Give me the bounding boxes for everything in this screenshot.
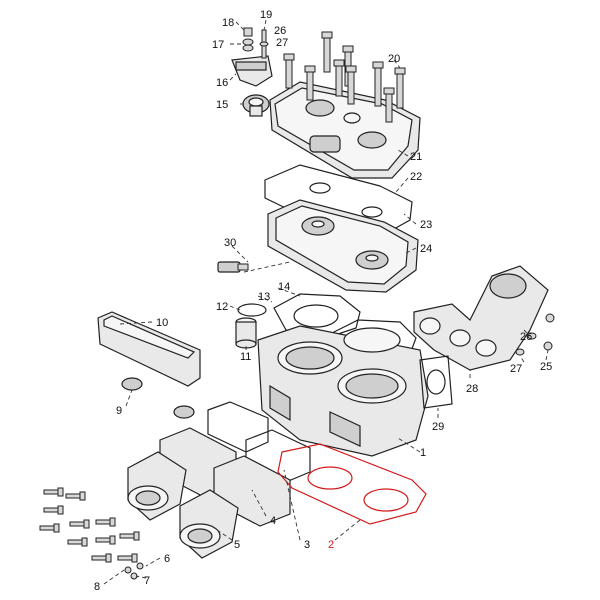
callout-17: 17 [212,39,224,51]
callout-21: 21 [410,151,422,163]
callout-27: 27 [510,363,522,375]
callout-29: 29 [432,421,444,433]
exhaust-manifold [413,265,549,371]
manifold-fasteners [515,313,555,356]
callout-26-top: 26 [274,25,286,37]
callout-30: 30 [224,237,236,249]
thermostat-housing [231,55,273,87]
callout-2: 2 [328,539,334,551]
cylinder-head [267,199,419,293]
callout-25: 25 [540,361,552,373]
callout-13: 13 [258,291,270,303]
callout-23: 23 [420,219,432,231]
exhaust-gaskets [419,355,453,409]
callout-27-top: 27 [276,37,288,49]
reed-valve-bracket [97,311,201,387]
callout-18: 18 [222,17,234,29]
callout-20: 20 [388,53,400,65]
callout-15: 15 [216,99,228,111]
temperature-sensor [217,261,249,273]
water-fitting [235,317,257,349]
hose-clamps [121,377,195,419]
intake-bolts [39,487,144,580]
callout-7: 7 [144,575,150,587]
leader-lines [103,19,549,585]
callout-26: 26 [520,331,532,343]
head-cover-bolts [283,31,406,123]
base-gasket-highlighted [277,443,427,525]
callout-11: 11 [240,351,251,363]
thermostat [242,94,270,117]
callout-4: 4 [270,515,276,527]
callout-14: 14 [278,281,290,293]
callout-10: 10 [156,317,168,329]
cylinder-head-cover [269,81,421,179]
small-fasteners-top [242,27,269,59]
callout-9: 9 [116,405,122,417]
callout-5: 5 [234,539,240,551]
callout-labels: 1 2 3 4 5 6 7 8 9 10 11 12 13 14 15 16 1… [94,9,552,593]
cylinders [257,325,429,457]
intake-manifolds [127,451,239,559]
callout-16: 16 [216,77,228,89]
callout-22: 22 [410,171,422,183]
callout-19: 19 [260,9,272,21]
callout-6: 6 [164,553,170,565]
callout-8: 8 [94,581,100,593]
o-ring [237,303,267,317]
head-gasket [264,164,413,239]
callout-3: 3 [304,539,310,551]
callout-28: 28 [466,383,478,395]
callout-24: 24 [420,243,432,255]
callout-1: 1 [420,447,426,459]
callout-12: 12 [216,301,228,313]
